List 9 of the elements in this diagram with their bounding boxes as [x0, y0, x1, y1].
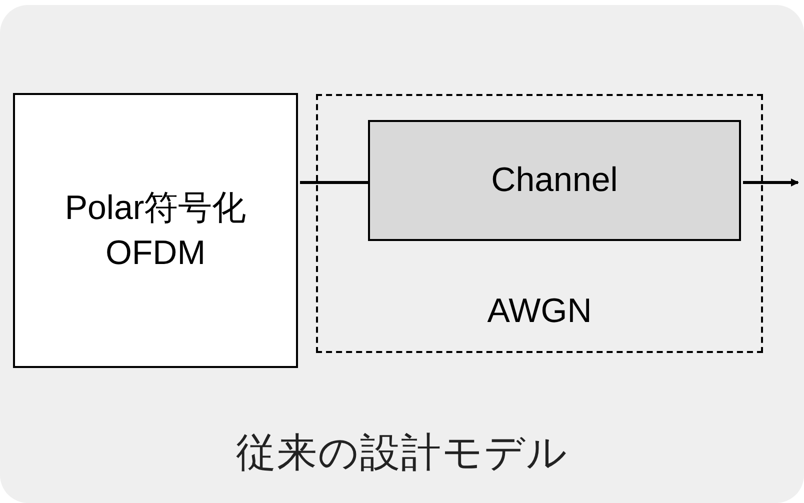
node-label: AWGN [487, 291, 592, 332]
node-label: Channel [491, 160, 618, 201]
connector-arrow [743, 178, 799, 186]
node-label: Polar符号化 OFDM [64, 188, 248, 274]
node-label: 従来の設計モデル [236, 430, 568, 477]
encoder-box [13, 93, 298, 368]
model-panel [0, 5, 804, 503]
channel-box [368, 120, 741, 241]
channel-group-box [316, 94, 763, 353]
